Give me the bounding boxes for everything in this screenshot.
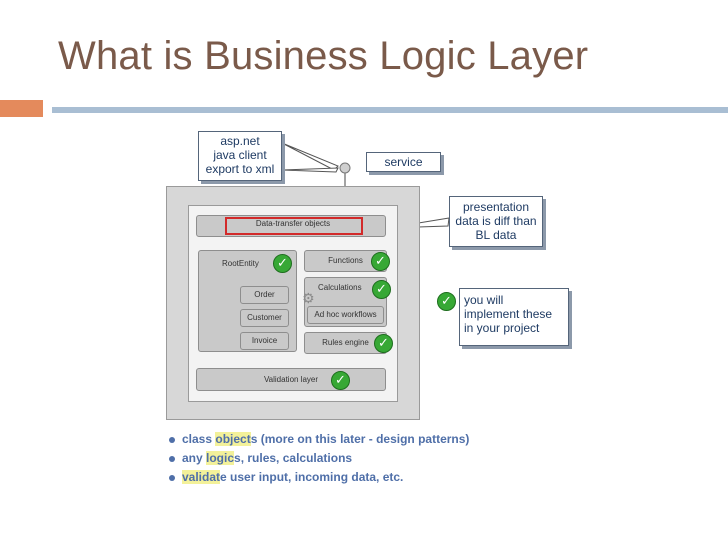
data-transfer-objects-label: Data-transfer objects [255, 219, 331, 228]
list-item: validate user input, incoming data, etc. [168, 468, 469, 487]
bullet-icon [169, 437, 175, 443]
data-transfer-objects-highlight [225, 217, 363, 235]
customer-box: Customer [240, 309, 289, 327]
check-icon: ✓ [437, 292, 456, 311]
callout-line: data is diff than [455, 214, 537, 228]
ad-hoc-workflows-box: Ad hoc workflows [307, 306, 384, 324]
presentation-callout: presentation data is diff than BL data [449, 196, 543, 247]
callout-line: java client [213, 148, 267, 162]
data-transfer-objects-bar [196, 215, 386, 237]
bullet-text-post: e user input, incoming data, etc. [220, 470, 404, 484]
service-callout: service [366, 152, 441, 172]
list-item: class objects (more on this later - desi… [168, 430, 469, 449]
callout-line: BL data [475, 228, 517, 242]
bullet-text-highlight: logic [206, 451, 235, 465]
check-icon: ✓ [372, 280, 391, 299]
title-accent-blue [52, 107, 728, 113]
customer-label: Customer [247, 313, 282, 322]
bullet-text-post: s (more on this later - design patterns) [250, 432, 470, 446]
gears-icon: ⚙ [302, 291, 315, 307]
order-box: Order [240, 286, 289, 304]
service-label: service [384, 155, 423, 169]
clients-callout: asp.net java client export to xml [198, 131, 282, 181]
callout-line: presentation [462, 200, 530, 214]
check-icon: ✓ [273, 254, 292, 273]
callout-line: you will [464, 293, 504, 307]
callout-line: in your project [464, 321, 540, 335]
bullet-text-highlight: validat [182, 470, 221, 484]
bullet-icon [169, 475, 175, 481]
validation-layer-label: Validation layer [263, 375, 319, 384]
bullet-text-pre: class [182, 432, 216, 446]
bullet-text-post: s, rules, calculations [234, 451, 353, 465]
bullet-icon [169, 456, 175, 462]
validation-layer-box: Validation layer [196, 368, 386, 391]
calculations-label: Calculations [318, 283, 362, 292]
rules-engine-box: Rules engine [304, 332, 387, 354]
callout-line: export to xml [205, 162, 275, 176]
bullet-list: class objects (more on this later - desi… [168, 430, 469, 487]
rules-engine-label: Rules engine [322, 338, 369, 347]
root-entity-label: RootEntity [222, 259, 259, 268]
bullet-text-pre: any [182, 451, 207, 465]
order-label: Order [254, 290, 275, 299]
check-icon: ✓ [371, 252, 390, 271]
title-accent-orange [0, 100, 43, 117]
callout-line: implement these [464, 307, 553, 321]
implement-callout: you will implement these in your project [459, 288, 569, 346]
check-icon: ✓ [331, 371, 350, 390]
bullet-text-highlight: object [215, 432, 251, 446]
callout-line: asp.net [220, 134, 260, 148]
list-item: any logics, rules, calculations [168, 449, 469, 468]
slide-title: What is Business Logic Layer [58, 34, 589, 78]
invoice-box: Invoice [240, 332, 289, 350]
functions-label: Functions [328, 256, 363, 265]
check-icon: ✓ [374, 334, 393, 353]
invoice-label: Invoice [251, 336, 278, 345]
ad-hoc-workflows-label: Ad hoc workflows [314, 310, 377, 319]
